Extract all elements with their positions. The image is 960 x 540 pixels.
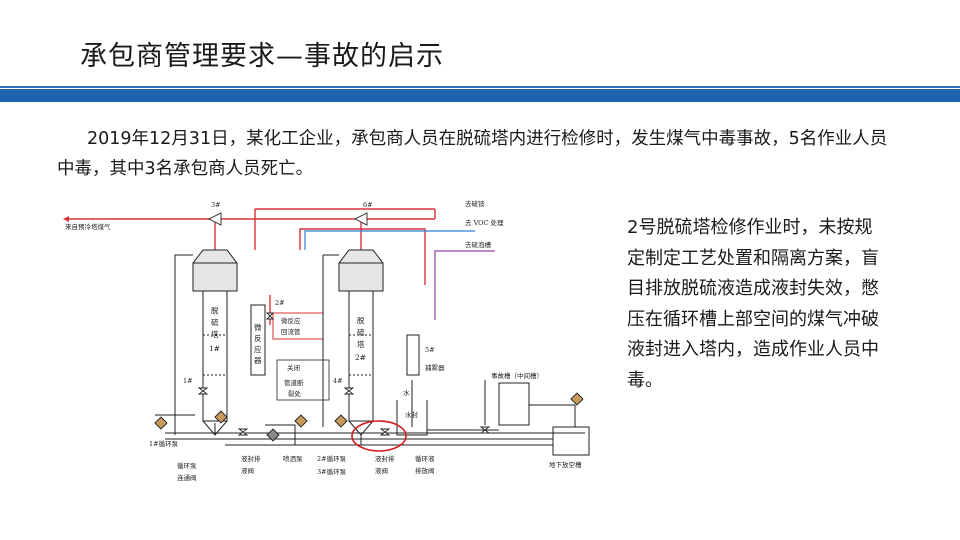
- micro-reactor-char-4: 器: [254, 356, 262, 365]
- pumps: [154, 392, 584, 442]
- label-water-seal: 水封: [405, 410, 419, 419]
- label-pump-link-2: 连通阀: [177, 473, 197, 482]
- label-pump2: 2#循环泵: [317, 454, 347, 463]
- accident-tank: [498, 382, 530, 426]
- tower-1: [192, 249, 238, 436]
- tower2-char-3: 塔: [357, 339, 365, 349]
- underground-tank: [552, 426, 590, 456]
- label-accident-tank: 事故槽（中间槽）: [491, 371, 543, 380]
- label-valve5: 5#: [425, 346, 435, 354]
- title-rule: [0, 86, 960, 88]
- label-micro-return-1: 微反应: [281, 316, 301, 325]
- label-to-sulfur: 去硫铵: [465, 199, 485, 208]
- flow-arrow-source: [63, 216, 69, 222]
- label-loop-drain-2: 排放阀: [415, 466, 435, 475]
- tower2-char-2: 硫: [357, 327, 365, 337]
- label-to-voc: 去 VOC 处理: [465, 218, 504, 227]
- label-pump-link-1: 循环泵: [177, 461, 197, 470]
- label-seal-drain1-2: 液阀: [241, 466, 254, 475]
- page-title: 承包商管理要求—事故的启示: [80, 41, 444, 72]
- label-micro-return-2: 回流管: [281, 327, 301, 336]
- label-spray-pump: 喷洒泵: [283, 454, 303, 463]
- label-loop-drain-1: 循环液: [415, 454, 435, 463]
- label-valve3: 3#: [211, 201, 221, 209]
- voc-line: [304, 230, 475, 250]
- process-piping: [155, 254, 585, 446]
- label-to-foam: 去硫泡槽: [465, 240, 492, 249]
- pipe-break-box: [276, 359, 330, 401]
- valves: [197, 212, 491, 436]
- tower2-char-4: 2#: [355, 353, 366, 362]
- tower1-char-3: 塔: [211, 329, 219, 339]
- tower2-char-1: 脱: [357, 315, 365, 325]
- label-mist-catcher: 捕雾器: [425, 363, 445, 372]
- tower1-char-4: 1#: [209, 344, 220, 353]
- label-seal-drain2-1: 液封排: [375, 454, 395, 463]
- label-valve2: 2#: [275, 299, 285, 307]
- highlight-circle: [351, 420, 407, 452]
- label-source: 来自预冷塔煤气: [65, 222, 111, 231]
- micro-reactor: [250, 304, 266, 376]
- title-band: [0, 89, 960, 102]
- micro-reactor-char-2: 反: [254, 333, 262, 343]
- label-valve1: 1#: [183, 377, 193, 385]
- label-pump3: 3#循环泵: [317, 467, 347, 476]
- label-seal-drain2-2: 液阀: [375, 466, 388, 475]
- tower-2: [338, 249, 384, 436]
- water-seal: [396, 380, 428, 436]
- tower1-char-2: 硫: [211, 317, 219, 327]
- intro-paragraph: 2019年12月31日，某化工企业，承包商人员在脱硫塔内进行检修时，发生煤气中毒…: [57, 129, 888, 179]
- micro-reactor-char-3: 应: [254, 344, 262, 354]
- label-pipe-break-2: 裂处: [288, 389, 302, 398]
- tower1-char-1: 脱: [211, 305, 219, 315]
- foam-line: [434, 250, 495, 320]
- label-seal-drain1-1: 液封排: [241, 454, 261, 463]
- label-pipe-break-1: 管道断: [284, 378, 304, 387]
- label-valve4: 4#: [333, 377, 343, 385]
- label-closed: 关闭: [287, 363, 300, 372]
- label-valve6: 6#: [363, 201, 373, 209]
- mist-catcher: [406, 334, 420, 376]
- label-pump1: 1#循环泵: [149, 439, 179, 448]
- process-diagram: 来自预冷塔煤气 3# 6# 去硫铵 去 VOC 处理 去硫泡槽 脱 硫 塔 1#…: [63, 199, 590, 482]
- label-water: 水: [403, 388, 410, 397]
- side-explanation: 2号脱硫塔检修作业时，未按规定制定工艺处置和隔离方案，盲目排放脱硫液造成液封失效…: [627, 217, 879, 391]
- micro-reactor-char-1: 微: [254, 322, 262, 332]
- label-underground-tank: 地下放空槽: [549, 460, 582, 469]
